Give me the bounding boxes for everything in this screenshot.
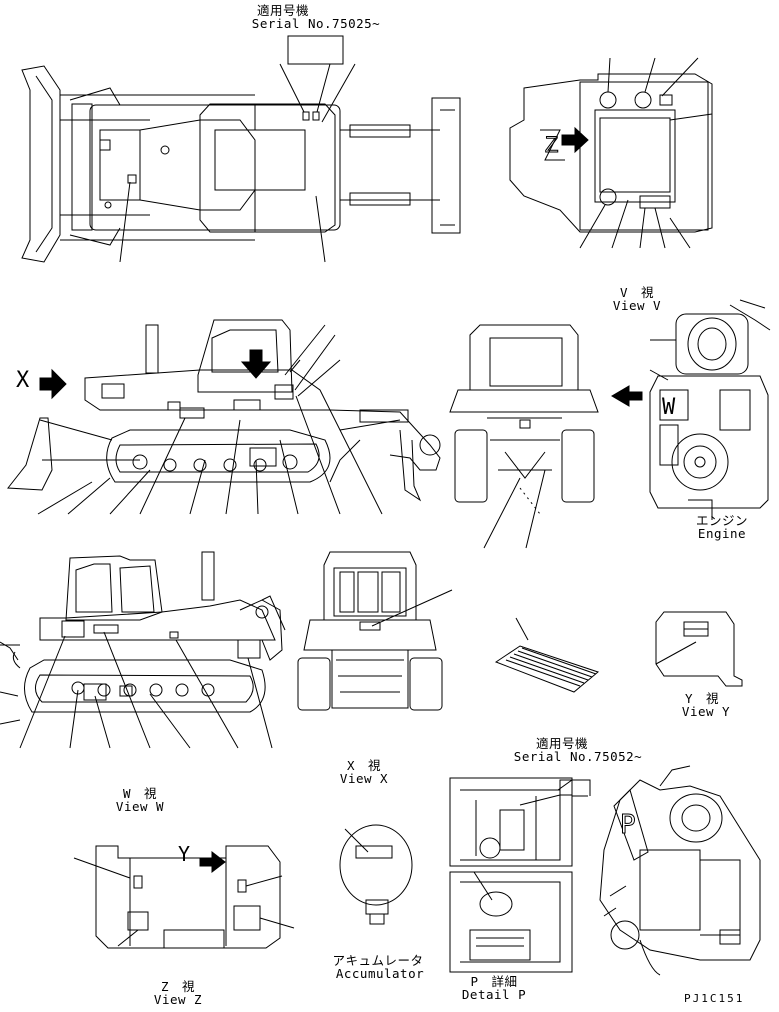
view-z-en-label: View Z xyxy=(153,992,203,1007)
serial-top-jp: 適用号機 xyxy=(256,3,310,18)
view-y-en-label: View Y xyxy=(681,704,731,719)
detail-p-en-label: Detail P xyxy=(461,987,527,1002)
view-v-en-label: View V xyxy=(612,298,662,313)
accumulator-jp-label: アキュムレータ xyxy=(332,953,424,968)
view-w-en-label: View W xyxy=(115,799,165,814)
label-plate xyxy=(496,618,598,692)
view-z-drawing xyxy=(74,846,294,948)
engine-jp-label: エンジン xyxy=(695,513,749,528)
serial-top-en: Serial No.75025~ xyxy=(251,16,381,31)
view-y-drawing xyxy=(656,612,742,686)
detail-p-drawing xyxy=(450,778,572,972)
view-w-drawing xyxy=(0,552,285,748)
view-x-jp-label: X 視 xyxy=(346,758,382,773)
arrow-letter-y: Y xyxy=(178,842,191,866)
view-v-drawing: Z xyxy=(510,58,712,248)
accumulator-drawing xyxy=(340,825,412,924)
engine-en-label: Engine xyxy=(697,526,747,541)
serial-bottom-jp: 適用号機 xyxy=(535,736,589,751)
side-view-dozer xyxy=(8,320,440,514)
arrow-letter-p: P xyxy=(619,810,637,841)
svg-text:Z: Z xyxy=(545,132,558,157)
view-v-jp-label: V 視 xyxy=(619,285,655,300)
engine-bottom-drawing xyxy=(600,766,760,975)
detail-p-jp-label: P 詳細 xyxy=(470,974,518,989)
serial-bottom-en: Serial No.75052~ xyxy=(513,749,643,764)
arrow-letter-x: X xyxy=(16,368,30,393)
top-view-dozer xyxy=(22,36,460,262)
rear-view-dozer xyxy=(450,325,642,548)
view-w-jp-label: W 視 xyxy=(122,786,158,801)
view-x-drawing xyxy=(298,552,452,710)
view-y-jp-label: Y 視 xyxy=(684,691,720,706)
drawing-code: PJ1C151 xyxy=(684,992,745,1005)
view-z-jp-label: Z 視 xyxy=(160,979,196,994)
accumulator-en-label: Accumulator xyxy=(335,966,425,981)
view-x-en-label: View X xyxy=(339,771,389,786)
engine-drawing xyxy=(650,300,770,520)
arrow-letter-w: W xyxy=(662,395,676,420)
